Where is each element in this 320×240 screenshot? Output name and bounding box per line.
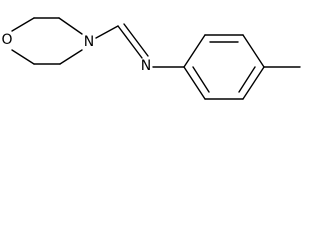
morpholine-nitrogen-label: N: [84, 34, 94, 50]
para-tolyl-ring: [152, 34, 301, 100]
bond-n-c3: [59, 49, 83, 65]
imine-linker: [95, 23, 149, 59]
structure-canvas: O N N: [0, 0, 311, 111]
bond-c2-n: [58, 17, 83, 35]
morpholine-ring: [11, 17, 83, 65]
ring-double-bond-3: [192, 66, 210, 93]
ring-bond-1: [183, 34, 206, 68]
ring-double-bond-2: [238, 66, 256, 93]
ring-bond-6: [183, 66, 206, 100]
bond-ch-n-double-a: [117, 25, 143, 59]
ring-bond-3: [242, 34, 265, 68]
chemical-structure: O N N: [1, 17, 301, 100]
bond-ch-n-double-b: [123, 23, 149, 57]
bond-o-c1: [11, 17, 35, 32]
ring-bond-4: [242, 66, 265, 100]
oxygen-atom-label: O: [1, 32, 12, 48]
bond-n-ch: [95, 25, 119, 39]
imine-nitrogen-label: N: [141, 58, 151, 74]
bond-c4-o: [11, 49, 35, 65]
